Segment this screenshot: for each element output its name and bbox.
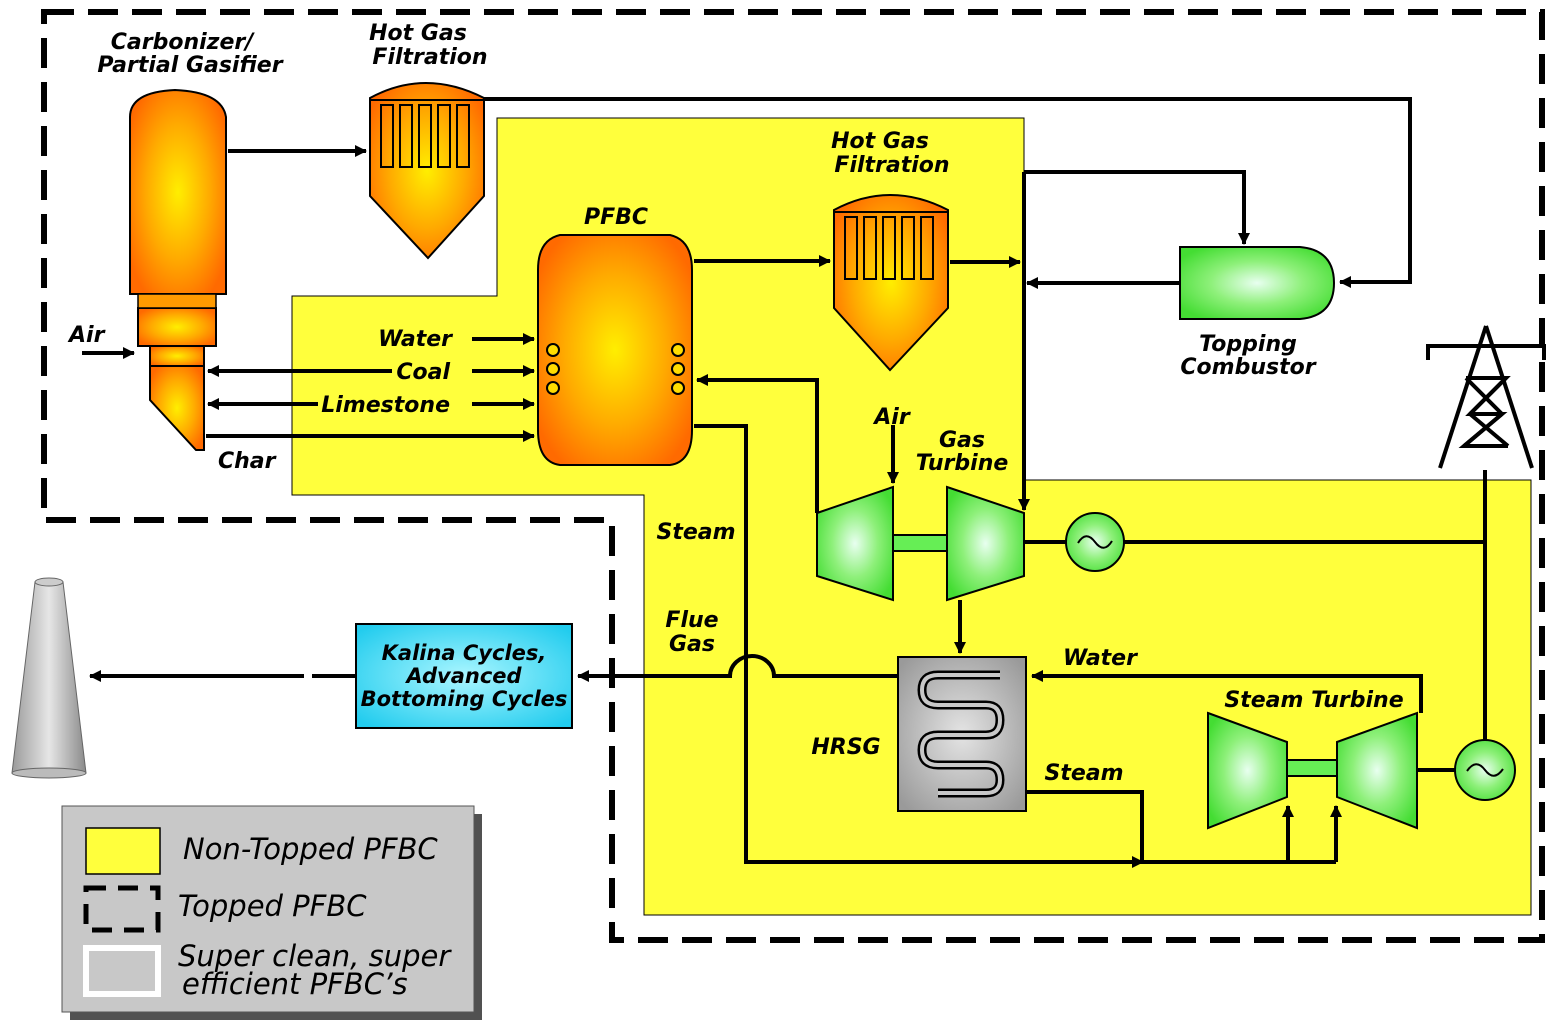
steam-hrsg-label: Steam	[1044, 761, 1123, 786]
gas-turbine-icon	[816, 485, 1025, 602]
hot-gas-filtration-1-label-1: Hot Gas	[369, 21, 467, 46]
topping-combustor-label-2: Combustor	[1180, 355, 1316, 380]
gas-turbine-label-2: Turbine	[916, 451, 1009, 476]
char-label: Char	[218, 449, 277, 474]
topped-region-boundary	[41, 9, 1545, 943]
hot-gas-filter-1-icon	[369, 82, 485, 260]
transmission-tower-icon	[1426, 325, 1546, 469]
steam-turbine-icon	[1207, 711, 1418, 830]
gas-turbine-air-label: Air	[872, 405, 911, 430]
kalina-label-3: Bottoming Cycles	[361, 687, 568, 711]
legend-label-non-topped: Non-Topped PFBC	[183, 832, 438, 866]
carbonizer-label-2: Partial Gasifier	[97, 53, 283, 78]
pfbc-label: PFBC	[584, 205, 648, 230]
flue-gas-label-1: Flue	[665, 608, 718, 633]
legend-label-super-clean-2: efficient PFBC’s	[182, 967, 408, 1001]
kalina-label-2: Advanced	[404, 664, 522, 688]
carbonizer-icon	[129, 88, 227, 451]
legend-swatch-non-topped	[85, 827, 161, 875]
limestone-input-label: Limestone	[321, 393, 450, 418]
gas-turbine-label-1: Gas	[939, 428, 985, 453]
legend-label-super-clean-1: Super clean, super	[178, 939, 452, 973]
hot-gas-filtration-2-label-1: Hot Gas	[831, 129, 929, 154]
legend-swatch-topped	[83, 885, 161, 933]
topping-combustor-icon	[1179, 246, 1336, 320]
hrsg-label: HRSG	[811, 735, 880, 760]
air-input-label: Air	[67, 323, 106, 348]
hrsg-icon	[897, 656, 1027, 812]
kalina-label-1: Kalina Cycles,	[382, 641, 547, 665]
kalina-cycles-box	[355, 623, 573, 729]
hot-gas-filtration-2-label-2: Filtration	[834, 153, 949, 178]
legend: Non-Topped PFBC Topped PFBC Super clean,…	[61, 805, 482, 1020]
hot-gas-filtration-1-label-2: Filtration	[372, 45, 487, 70]
generator-2-icon	[1454, 739, 1516, 801]
steam-label-left: Steam	[656, 520, 735, 545]
coal-input-label: Coal	[396, 360, 450, 385]
pfbc-vessel-icon	[537, 234, 693, 466]
stack-icon	[11, 577, 87, 779]
steam-turbine-label: Steam Turbine	[1224, 688, 1403, 713]
topping-combustor-label-1: Topping	[1199, 332, 1297, 357]
legend-swatch-super-clean	[83, 945, 161, 997]
water-hrsg-label: Water	[1063, 646, 1138, 671]
water-input-label: Water	[378, 327, 453, 352]
legend-label-topped: Topped PFBC	[178, 889, 367, 923]
flow-lines	[82, 97, 1487, 868]
carbonizer-label-1: Carbonizer/	[111, 30, 255, 55]
generator-1-icon	[1065, 512, 1125, 572]
hot-gas-filter-2-icon	[833, 194, 949, 372]
flue-gas-label-2: Gas	[669, 632, 715, 657]
